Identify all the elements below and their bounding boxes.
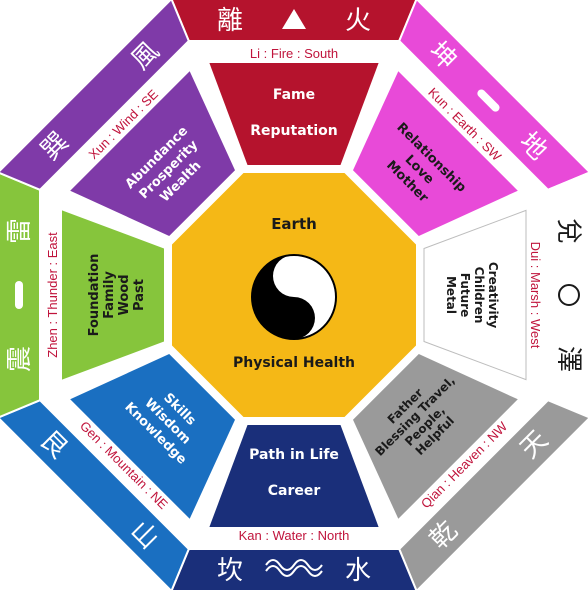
panel-northeast — [70, 354, 235, 519]
trigram-char-right-east: 雷 — [5, 218, 35, 244]
trigram-label-north: Kan : Water : North — [239, 528, 350, 543]
panel-northwest — [353, 354, 518, 519]
outer-band-west — [547, 172, 588, 418]
panel-line: Past — [132, 279, 147, 311]
trigram-char-right-south: 火 — [345, 6, 371, 36]
panel-north — [209, 425, 379, 527]
center-bottom-label: Physical Health — [233, 355, 355, 371]
panel-west — [423, 209, 527, 381]
trigram-char-right-west: 澤 — [553, 346, 583, 372]
sector-panels — [62, 63, 527, 527]
panel-south — [209, 63, 379, 165]
panel-line: Metal — [444, 276, 458, 314]
panel-line: Foundation — [87, 254, 102, 337]
panel-line: Wood — [117, 274, 132, 315]
panel-southeast — [70, 71, 235, 236]
trigram-char-left-south: 離 — [217, 6, 243, 36]
panel-line: Career — [268, 483, 321, 499]
trigram-char-right-north: 坎 — [217, 556, 243, 586]
panel-line: Fame — [273, 87, 315, 103]
trigram-char-left-west: 兌 — [553, 218, 583, 244]
center-octagon — [172, 173, 416, 417]
trigram-label-east: Zhen : Thunder : East — [45, 232, 60, 358]
panel-label-north: Career Path in Life — [249, 447, 339, 499]
panel-southwest — [353, 71, 518, 236]
center-top-label: Earth — [271, 215, 317, 233]
panel-line: Children — [472, 267, 486, 324]
trigram-label-west: Dui : Marsh : West — [528, 242, 543, 349]
trigram-char-left-north: 水 — [345, 556, 371, 586]
bar-icon — [477, 89, 500, 112]
yin-yang-icon — [251, 254, 337, 340]
trigram-char-left-east: 震 — [5, 346, 35, 372]
wave-icon — [265, 559, 323, 571]
bar-icon — [15, 281, 23, 309]
panel-line: Path in Life — [249, 447, 339, 463]
panel-line: Family — [102, 271, 117, 319]
panel-east — [62, 210, 164, 380]
triangle-icon — [282, 9, 306, 29]
trigram-label-south: Li : Fire : South — [250, 46, 338, 61]
panel-line: Future — [458, 273, 472, 317]
wave-icon — [265, 565, 323, 577]
panel-line: Creativity — [486, 262, 500, 328]
circle-icon — [558, 284, 580, 306]
panel-line: Reputation — [250, 123, 337, 139]
